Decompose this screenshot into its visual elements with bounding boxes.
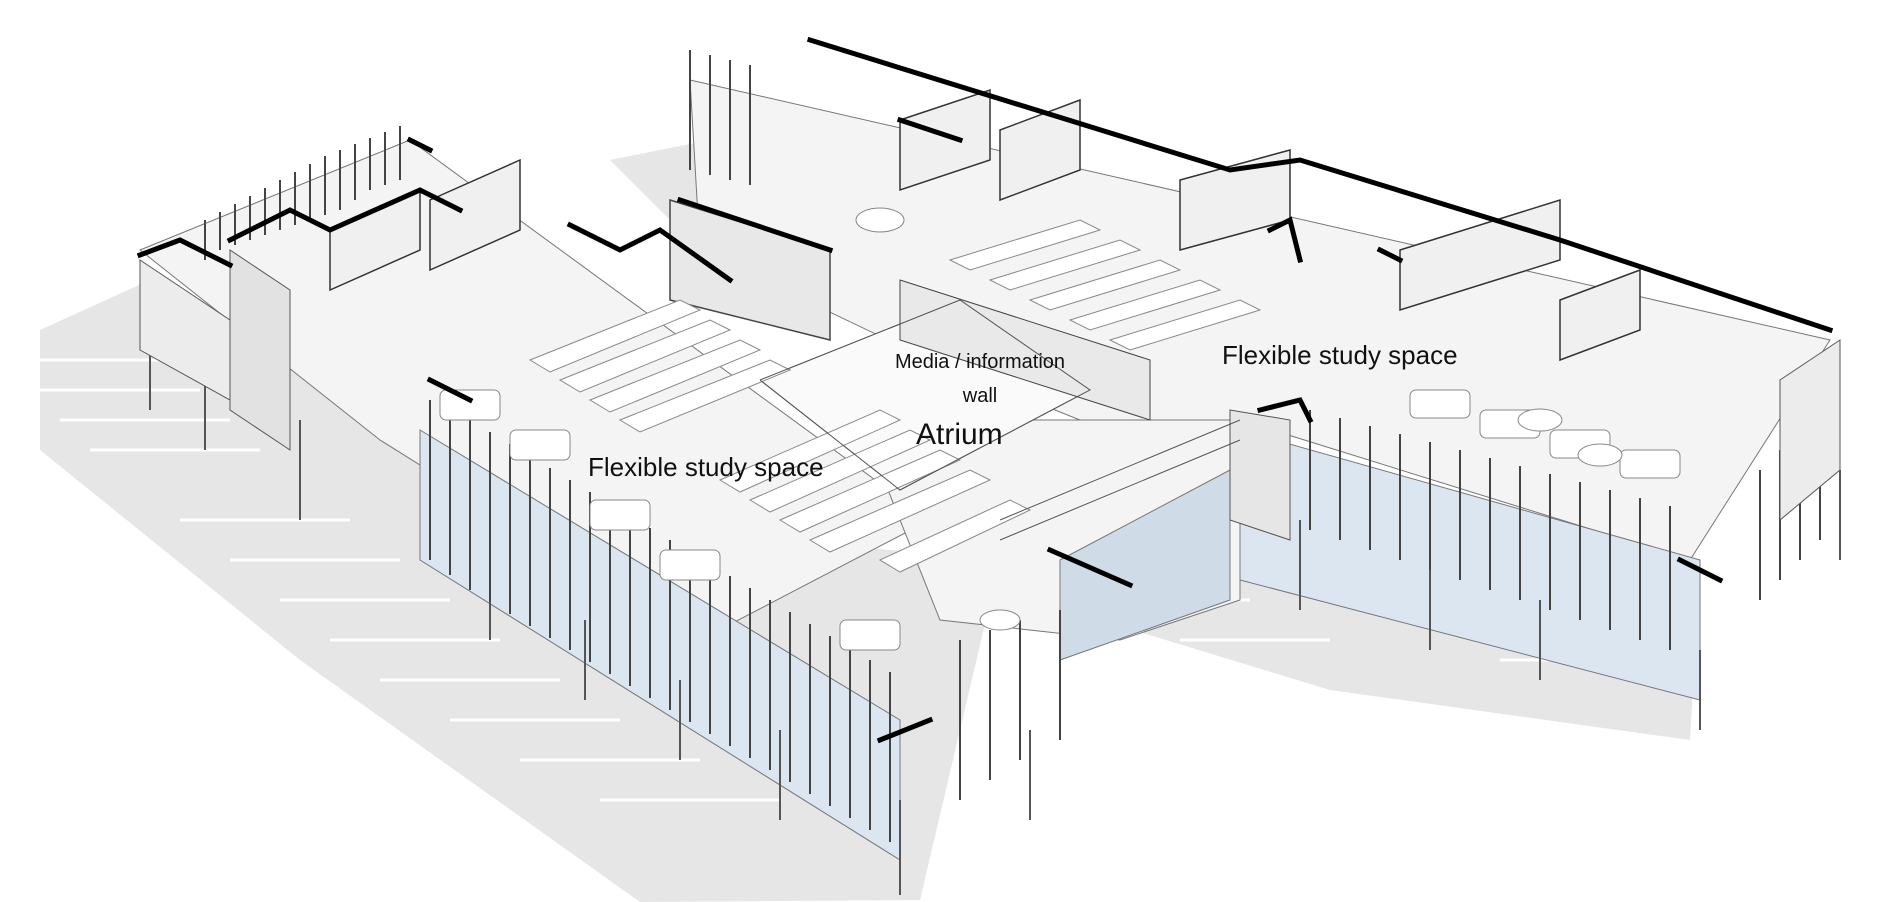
flexible-study-space-label-right: Flexible study space bbox=[1222, 340, 1458, 370]
desk-rows bbox=[528, 219, 1262, 573]
media-wall-label-line2: wall bbox=[962, 385, 998, 407]
seating-pods bbox=[439, 207, 1681, 651]
media-wall-label-line1: Media / information bbox=[894, 351, 1066, 373]
atrium-label: Atrium bbox=[916, 418, 1003, 451]
facade-fins-left bbox=[429, 400, 1061, 842]
flexible-study-space-label-left: Flexible study space bbox=[588, 452, 824, 482]
end-walls bbox=[139, 249, 1841, 541]
media-wall-label: Media / information wall bbox=[870, 345, 1090, 413]
section-cut-lines bbox=[136, 36, 1834, 744]
facade-fins-end bbox=[204, 50, 751, 260]
atrium-balustrade bbox=[759, 299, 1241, 541]
